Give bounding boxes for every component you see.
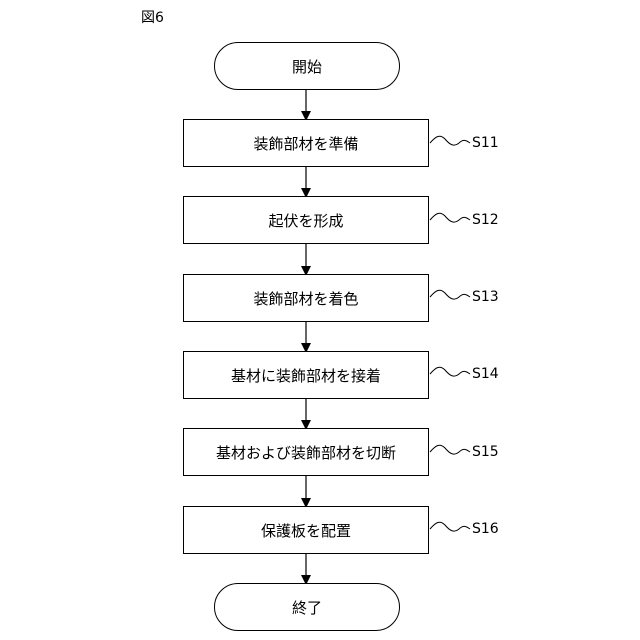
step-label-s11: S11 [472,134,499,152]
leader-s16 [430,522,470,531]
step-label-s12: S12 [472,211,499,229]
process-box-s11: 装飾部材を準備 [183,119,429,167]
process-box-s12: 起伏を形成 [183,196,429,244]
step-label-s15: S15 [472,443,499,461]
process-text-s13: 装飾部材を着色 [253,288,358,309]
process-box-s14: 基材に装飾部材を接着 [183,351,429,399]
end-terminal-label: 終了 [292,597,322,618]
process-box-s13: 装飾部材を着色 [183,274,429,322]
step-label-s14: S14 [472,365,499,383]
process-box-s15: 基材および装飾部材を切断 [183,428,429,476]
step-label-s16: S16 [472,520,499,538]
start-terminal: 開始 [214,42,400,90]
leader-s13 [430,290,470,299]
process-box-s16: 保護板を配置 [183,506,429,554]
end-terminal: 終了 [214,583,400,631]
process-text-s11: 装飾部材を準備 [253,133,358,154]
process-text-s16: 保護板を配置 [261,520,351,541]
leader-s11 [430,136,470,145]
process-text-s14: 基材に装飾部材を接着 [231,365,381,386]
step-label-s13: S13 [472,288,499,306]
leader-s12 [430,213,470,222]
process-text-s15: 基材および装飾部材を切断 [216,442,396,463]
process-text-s12: 起伏を形成 [268,210,343,231]
leader-s15 [430,445,470,454]
start-terminal-label: 開始 [292,56,322,77]
leader-s14 [430,367,470,376]
